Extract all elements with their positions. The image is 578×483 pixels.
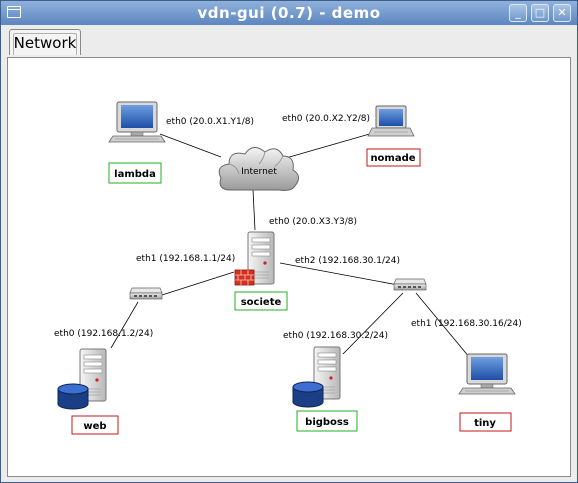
minimize-button[interactable]: _ xyxy=(509,4,527,22)
web-label-box[interactable] xyxy=(71,415,119,435)
web-label: web xyxy=(83,421,106,432)
bigboss-label-box[interactable] xyxy=(296,410,358,432)
nomade-label-box[interactable] xyxy=(366,148,421,167)
tiny-eth1-label: eth1 (192.168.30.16/24) xyxy=(411,319,522,329)
firewall-icon[interactable] xyxy=(234,269,255,286)
tiny-label-box[interactable] xyxy=(459,412,512,432)
link-nomade-internet xyxy=(285,132,374,159)
switch-icon[interactable] xyxy=(129,287,163,300)
link-societe-switch2 xyxy=(279,262,399,286)
link-lambda-internet xyxy=(159,133,222,158)
link-internet-societe xyxy=(252,189,256,231)
window-menu-icon[interactable] xyxy=(7,6,21,18)
societe-eth2-label: eth2 (192.168.30.1/24) xyxy=(295,256,400,266)
internet-label: Internet xyxy=(241,167,277,177)
internet-cloud-icon[interactable] xyxy=(218,147,299,191)
workstation-icon[interactable] xyxy=(108,101,166,143)
switch-icon[interactable] xyxy=(393,278,427,291)
lambda-label: lambda xyxy=(114,169,156,180)
lambda-eth0-label: eth0 (20.0.X1.Y1/8) xyxy=(166,117,254,127)
tab-network[interactable]: Network xyxy=(9,29,81,55)
link-societe-switch1 xyxy=(161,271,235,296)
societe-eth0-label: eth0 (20.0.X3.Y3/8) xyxy=(269,217,357,227)
database-icon[interactable] xyxy=(292,381,324,408)
network-diagram: Internet lambda eth0 (20.0.X1.Y1/8) noma… xyxy=(54,101,522,435)
web-eth0-label: eth0 (192.168.1.2/24) xyxy=(54,329,153,339)
tiny-label: tiny xyxy=(474,418,496,429)
laptop-icon[interactable] xyxy=(367,105,415,137)
tab-focus-ring xyxy=(13,33,77,55)
links xyxy=(110,132,471,359)
nomade-label: nomade xyxy=(370,153,415,164)
network-canvas[interactable]: Internet lambda eth0 (20.0.X1.Y1/8) noma… xyxy=(7,57,571,477)
link-switch2-bigboss xyxy=(342,292,404,355)
link-switch2-tiny xyxy=(415,292,471,359)
nomade-eth0-label: eth0 (20.0.X2.Y2/8) xyxy=(282,114,370,124)
title-bar[interactable]: vdn-gui (0.7) - demo _ □ ✕ xyxy=(1,1,577,25)
database-icon[interactable] xyxy=(57,383,89,410)
bigboss-label: bigboss xyxy=(305,417,349,428)
lambda-label-box[interactable] xyxy=(108,162,162,184)
societe-label: societe xyxy=(241,297,282,308)
societe-label-box[interactable] xyxy=(234,291,288,311)
tab-network-label: Network xyxy=(13,34,77,52)
window-title: vdn-gui (0.7) - demo xyxy=(197,4,381,22)
bigboss-eth0-label: eth0 (192.168.30.2/24) xyxy=(283,331,388,341)
workstation-icon[interactable] xyxy=(458,353,516,395)
maximize-button[interactable]: □ xyxy=(531,4,549,22)
link-switch1-web xyxy=(110,301,139,349)
close-button[interactable]: ✕ xyxy=(553,4,571,22)
societe-eth1-label: eth1 (192.168.1.1/24) xyxy=(136,254,235,264)
